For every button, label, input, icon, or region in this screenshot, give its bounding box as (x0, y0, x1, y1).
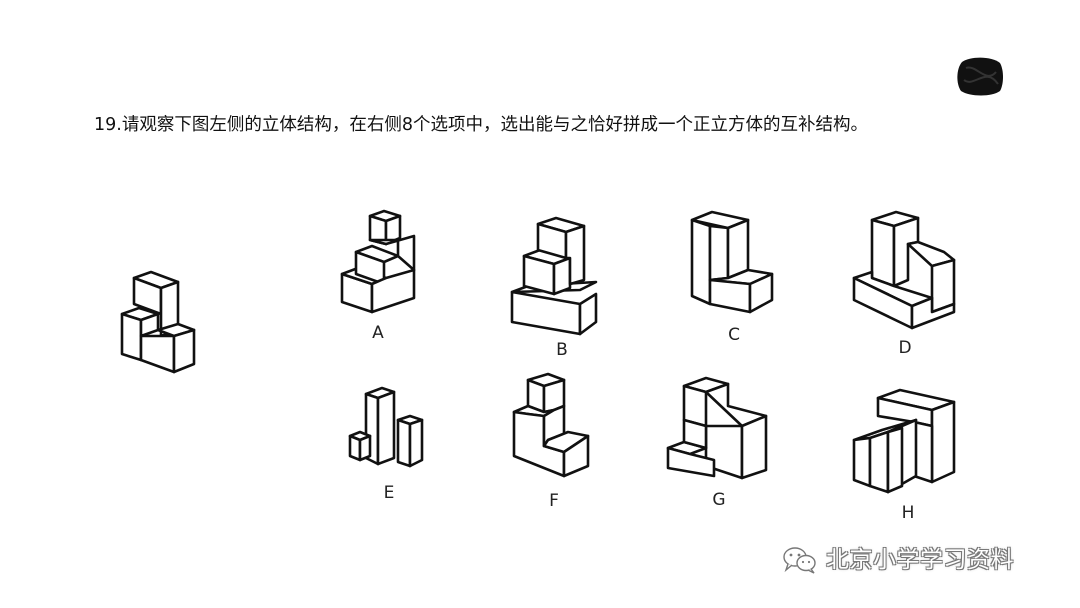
option-e-face (348, 434, 362, 462)
option-f-face (542, 430, 590, 454)
watermark-text: 北京小学学习资料 (826, 547, 1014, 573)
option-h-face (852, 436, 872, 488)
option-b-label: B (556, 340, 568, 360)
option-h-shape[interactable] (850, 386, 958, 498)
wechat-icon (783, 547, 816, 574)
option-c-label: C (728, 325, 740, 345)
option-g-label: G (712, 490, 726, 510)
watermark: 北京小学学习资料 (782, 545, 1014, 575)
option-d-label: D (898, 338, 912, 358)
option-a-face (368, 234, 416, 272)
question-text: 19.请观察下图左侧的立体结构，在右侧8个选项中，选出能与之恰好拼成一个正立方体… (94, 115, 868, 135)
option-f-shape[interactable] (512, 372, 592, 480)
option-a-shape[interactable] (338, 208, 418, 314)
reference-shape-face (139, 334, 176, 374)
option-e-shape[interactable] (348, 386, 428, 468)
option-d-face (910, 296, 956, 330)
option-h-face (886, 426, 904, 494)
reference-shape-face (172, 328, 196, 374)
option-e-face (358, 434, 372, 462)
option-h-face (930, 400, 956, 484)
option-b-face (564, 224, 586, 286)
option-e-face (376, 390, 396, 466)
option-g-face (666, 446, 716, 478)
option-d-face (870, 218, 896, 288)
option-f-label: F (549, 491, 559, 511)
option-d-shape[interactable] (852, 208, 960, 332)
option-c-face (708, 278, 752, 314)
option-d-face (892, 216, 920, 288)
option-b-face (552, 256, 572, 296)
option-b-face (522, 254, 556, 296)
option-b-shape[interactable] (510, 214, 598, 338)
option-f-face (562, 434, 590, 478)
option-e-face (408, 418, 424, 468)
option-a-label: A (372, 323, 384, 343)
redacted-page-number (957, 57, 1003, 96)
option-h-label: H (901, 503, 915, 523)
option-c-face (690, 218, 712, 306)
option-g-shape[interactable] (666, 376, 768, 482)
option-e-face (396, 418, 412, 468)
option-g-face (682, 418, 708, 450)
option-e-label: E (383, 483, 395, 503)
option-b-face (510, 290, 582, 336)
option-c-face (708, 224, 730, 282)
option-a-face (384, 214, 402, 246)
option-g-face (704, 382, 768, 428)
option-b-face (578, 292, 598, 336)
reference-shape-face (120, 312, 143, 362)
option-g-face (740, 414, 768, 480)
option-c-face (726, 218, 750, 280)
option-a-face (370, 268, 416, 314)
option-d-face (906, 240, 956, 268)
reference-shape (116, 268, 198, 378)
option-h-face (868, 430, 890, 494)
option-c-shape[interactable] (690, 208, 776, 314)
option-c-face (748, 272, 774, 314)
